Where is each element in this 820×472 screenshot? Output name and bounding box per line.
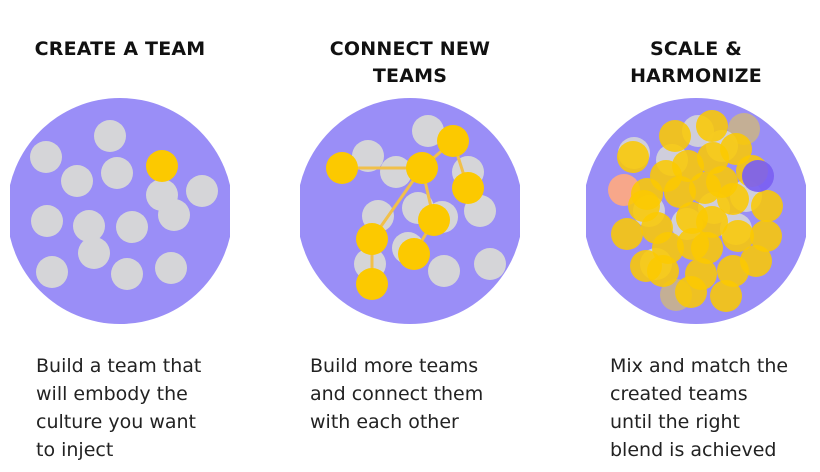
accent-dot <box>742 160 774 192</box>
team-member-dot <box>356 268 388 300</box>
member-dot <box>146 179 178 211</box>
panel-description: Build a team that will embody the cultur… <box>36 352 201 464</box>
description-line: will embody the <box>36 383 188 405</box>
member-dot <box>696 110 728 142</box>
panel-title: SCALE & HARMONIZE <box>586 36 806 90</box>
title-line: TEAMS <box>372 65 448 87</box>
team-member-dot <box>398 238 430 270</box>
member-dot <box>677 228 709 260</box>
team-member-dot <box>452 172 484 204</box>
member-dot <box>116 211 148 243</box>
description-line: created teams <box>610 383 748 405</box>
description-line: Mix and match the <box>610 355 789 377</box>
member-dot <box>659 120 691 152</box>
title-line: CONNECT NEW <box>329 38 491 60</box>
panel-description: Mix and match the created teams until th… <box>610 352 788 464</box>
title-line: CREATE A TEAM <box>34 38 206 60</box>
member-dot <box>111 258 143 290</box>
member-dot <box>155 252 187 284</box>
title-line: SCALE & <box>649 38 742 60</box>
member-dot <box>750 220 782 252</box>
member-dot <box>722 220 754 252</box>
member-dot <box>664 176 696 208</box>
member-dot <box>31 205 63 237</box>
member-dot <box>710 280 742 312</box>
member-dot <box>101 157 133 189</box>
harmonized-teams-illustration <box>586 98 806 324</box>
connected-teams-illustration <box>300 98 520 324</box>
description-line: Build more teams <box>310 355 479 377</box>
panel-description: Build more teams and connect them with e… <box>310 352 483 436</box>
member-dot <box>61 165 93 197</box>
panel-title: CREATE A TEAM <box>10 36 230 63</box>
member-dot <box>697 142 729 174</box>
member-dot <box>474 248 506 280</box>
team-circle-illustration <box>10 98 230 324</box>
member-dot <box>78 237 110 269</box>
panel-create-team: CREATE A TEAM Build a team that will emb… <box>10 0 230 472</box>
member-dot <box>740 245 772 277</box>
team-member-dot <box>406 152 438 184</box>
description-line: until the right <box>610 411 740 433</box>
description-line: and connect them <box>310 383 484 405</box>
description-line: blend is achieved <box>610 439 777 461</box>
member-dot <box>617 141 649 173</box>
description-line: culture you want <box>36 411 197 433</box>
panel-connect-teams: CONNECT NEW TEAMS Build more teams and c… <box>300 0 520 472</box>
member-dot <box>628 190 660 222</box>
team-member-dot <box>326 152 358 184</box>
member-dot <box>412 115 444 147</box>
description-line: with each other <box>310 411 459 433</box>
member-dot <box>352 140 384 172</box>
member-dot <box>94 120 126 152</box>
member-dot <box>675 276 707 308</box>
team-member-dot <box>356 223 388 255</box>
member-dot <box>36 256 68 288</box>
team-member-dot <box>437 125 469 157</box>
panel-scale-harmonize: SCALE & HARMONIZE Mix and match the crea… <box>586 0 806 472</box>
description-line: to inject <box>36 439 114 461</box>
member-dot <box>73 210 105 242</box>
member-dot <box>696 206 728 238</box>
member-dot <box>186 175 218 207</box>
title-line: HARMONIZE <box>630 65 762 87</box>
panel-title: CONNECT NEW TEAMS <box>300 36 520 90</box>
member-dot <box>380 156 412 188</box>
member-dot <box>30 141 62 173</box>
member-dot <box>647 255 679 287</box>
member-dot <box>751 190 783 222</box>
member-dot <box>706 166 738 198</box>
member-dot <box>428 255 460 287</box>
description-line: Build a team that <box>36 355 202 377</box>
team-member-dot <box>418 204 450 236</box>
highlighted-member-dot <box>146 150 178 182</box>
member-dot <box>611 218 643 250</box>
